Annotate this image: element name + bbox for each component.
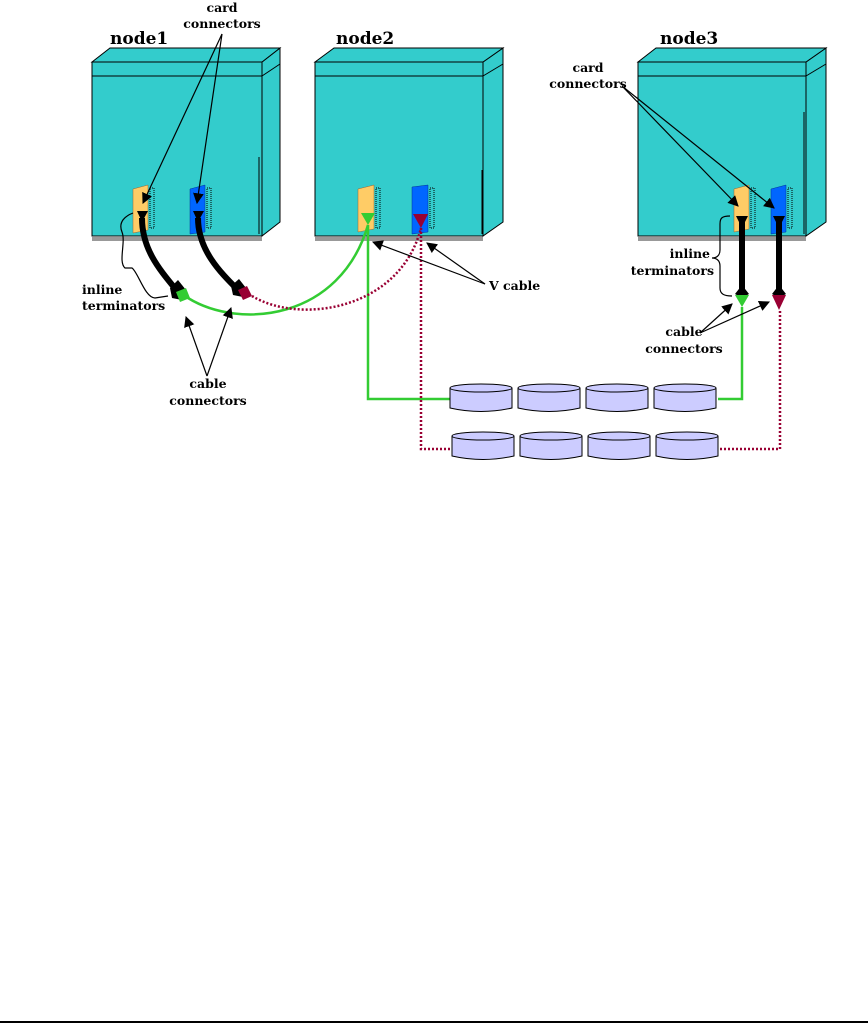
- label-card-connectors-top-1: card: [206, 0, 237, 15]
- arrow: [206, 306, 233, 377]
- disk: [519, 431, 583, 460]
- terminator-plug: [137, 211, 148, 222]
- label-inline-terminators-right-2: terminators: [631, 263, 714, 278]
- card-connector-blue: [770, 184, 787, 235]
- disk: [449, 383, 513, 412]
- arrow: [142, 33, 223, 204]
- cable-maroon-node2-disks: [419, 228, 455, 451]
- cable-connector-green-node3: [735, 285, 749, 307]
- page-footer-rule: [0, 1021, 868, 1023]
- brace-inline-terminators-right: [711, 215, 733, 297]
- arrow: [621, 85, 775, 209]
- card-pins: [787, 187, 793, 229]
- node2-cabinet: node2: [313, 29, 505, 241]
- node1-cabinet: node1: [90, 29, 282, 241]
- disk: [585, 383, 649, 412]
- node1-label: node1: [110, 29, 168, 49]
- arrow: [621, 85, 739, 207]
- disk: [451, 431, 515, 460]
- label-cable-connectors-right-2: connectors: [645, 341, 722, 356]
- cabinet-top: [90, 47, 282, 63]
- label-cable-connectors-left-1: cable: [189, 376, 226, 391]
- cabinet-top: [636, 47, 828, 63]
- cabinet-shadow: [92, 237, 262, 241]
- v-cable-head-maroon: [413, 214, 428, 228]
- cable-connector-maroon-node1: [231, 279, 252, 300]
- disk: [655, 431, 719, 460]
- cable-maroon-node1-node2: [251, 227, 423, 311]
- cabinet-side: [482, 47, 504, 237]
- cable-green-node2-disks: [366, 225, 450, 401]
- arrow: [193, 33, 223, 205]
- card-connector-blue: [411, 184, 429, 235]
- label-card-connectors-right-2: connectors: [549, 76, 626, 91]
- label-inline-terminators-left-1: inline: [82, 282, 122, 297]
- cable-maroon-disks-node3: [720, 310, 782, 451]
- card-connector-yellow: [357, 184, 375, 233]
- arrow: [184, 315, 208, 377]
- disk-row-maroon: [451, 431, 719, 460]
- v-cable-head-green: [361, 213, 375, 225]
- cabinet-side: [261, 46, 281, 238]
- disk: [653, 383, 717, 412]
- arrow: [426, 242, 486, 285]
- cabinet-front: [91, 61, 263, 237]
- card-pins: [206, 187, 212, 229]
- cabinet-front: [314, 61, 484, 237]
- node2-label: node2: [336, 29, 394, 49]
- card-pins: [375, 187, 381, 229]
- disk: [587, 431, 651, 460]
- inline-terminator-blue: [195, 217, 241, 293]
- cabinet-side: [805, 47, 827, 237]
- label-cable-connectors-left-2: connectors: [169, 393, 246, 408]
- cable-green-disks-node3: [718, 307, 744, 401]
- label-card-connectors-top-2: connectors: [183, 16, 260, 31]
- disk: [517, 383, 581, 412]
- cable-connector-green-node1: [170, 280, 190, 302]
- terminator-plug: [193, 211, 204, 222]
- label-card-connectors-right-1: card: [572, 60, 603, 75]
- card-pins: [149, 187, 155, 229]
- cabinet-shadow: [315, 237, 483, 241]
- node3-label: node3: [660, 29, 718, 49]
- node3-cabinet: node3: [636, 29, 828, 241]
- card-pins: [750, 187, 756, 229]
- disk-row-green: [449, 383, 717, 412]
- arrow: [371, 240, 486, 285]
- label-cable-connectors-right-1: cable: [665, 324, 702, 339]
- label-inline-terminators-left-2: terminators: [82, 298, 165, 313]
- card-pins: [429, 187, 435, 229]
- cable-connector-maroon-node3: [772, 285, 786, 310]
- label-inline-terminators-right-1: inline: [670, 246, 710, 261]
- cabinet-shadow: [638, 237, 806, 241]
- label-v-cable: V cable: [488, 278, 540, 293]
- cabinet-top: [313, 47, 505, 63]
- brace-inline-terminators: [120, 212, 169, 299]
- arrow: [699, 301, 770, 334]
- arrow: [699, 303, 733, 334]
